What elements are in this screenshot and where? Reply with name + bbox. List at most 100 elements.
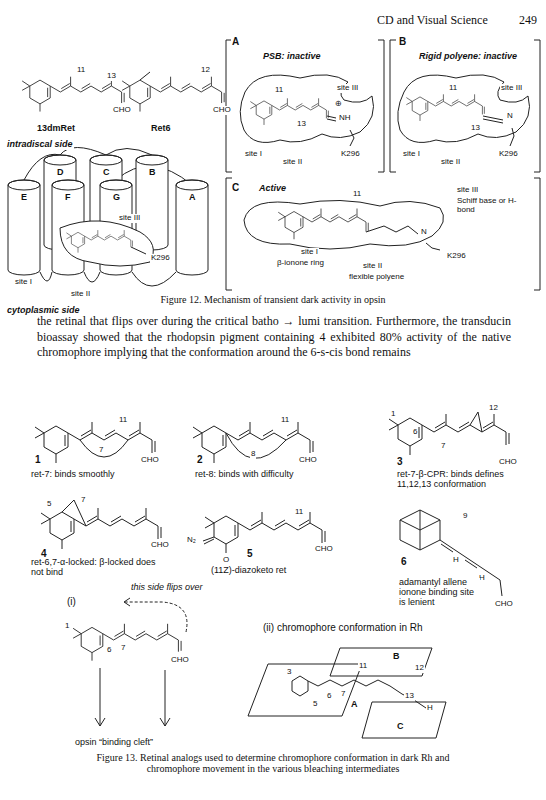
atom-number: CHO bbox=[112, 106, 132, 115]
binding-site-planes bbox=[248, 664, 362, 716]
atom-number: 9 bbox=[462, 512, 468, 521]
atom-number: 3 bbox=[286, 668, 292, 677]
atom-number: 11 bbox=[76, 66, 86, 75]
binding-pocket bbox=[398, 75, 530, 143]
figure-caption: Figure 12. Mechanism of transient dark a… bbox=[159, 294, 386, 305]
figure-label: ret-7-β-CPR: binds defines 11,12,13 conf… bbox=[396, 470, 538, 490]
panel-bracket bbox=[390, 40, 540, 172]
figure-label: A bbox=[188, 193, 197, 203]
figure-label: F bbox=[64, 193, 72, 203]
figure-label: 1 bbox=[34, 454, 42, 465]
atom-number: site II bbox=[70, 290, 91, 299]
opsin-helices bbox=[8, 180, 40, 275]
panel-bracket bbox=[226, 178, 540, 290]
figure-label: B bbox=[392, 652, 401, 662]
retinal-structure bbox=[122, 77, 224, 112]
chromophore bbox=[406, 94, 484, 121]
atom-number: site I bbox=[14, 278, 33, 287]
figure-label: (11Z)-diazoketo ret bbox=[210, 566, 287, 576]
compound-structure bbox=[193, 422, 313, 463]
atom-number: site I bbox=[300, 248, 319, 257]
binding-site-planes bbox=[330, 648, 432, 676]
compound-structure bbox=[470, 412, 482, 432]
panel-bracket bbox=[226, 40, 540, 290]
chromophore bbox=[278, 209, 368, 240]
atom-number: 11 bbox=[352, 190, 362, 199]
figure-label: 5 bbox=[246, 548, 254, 559]
figure-label: C bbox=[102, 168, 111, 178]
opsin-helices bbox=[66, 230, 132, 253]
figure-label: opsin “binding cleft” bbox=[74, 738, 154, 748]
atom-number: CHO bbox=[150, 541, 170, 550]
atom-number: CHO bbox=[170, 656, 190, 665]
figure-caption: Figure 13. Retinal analogs used to deter… bbox=[82, 752, 464, 774]
body-text: the retinal that flips over during the c… bbox=[36, 314, 512, 361]
figure-label: CD and Visual Science bbox=[376, 14, 489, 27]
compound-structure bbox=[389, 414, 509, 455]
figure-label: B bbox=[398, 36, 407, 47]
opsin-helices bbox=[131, 247, 146, 254]
figure-label: ret-6,7-α-locked: β-locked does not bind bbox=[30, 558, 162, 578]
atom-number: site III bbox=[336, 84, 359, 93]
flip-diagram bbox=[95, 668, 170, 726]
figure-label: adamantyl allene ionone binding site is … bbox=[398, 578, 480, 608]
atom-number: K296 bbox=[150, 254, 171, 263]
atom-number: CHO bbox=[498, 458, 518, 467]
figure-label: C bbox=[396, 722, 405, 732]
figure-label: this side flips over bbox=[130, 583, 204, 593]
atom-number: 5 bbox=[312, 700, 318, 709]
atom-number: 12 bbox=[488, 404, 499, 413]
compound-structure bbox=[80, 440, 128, 457]
binding-pocket bbox=[244, 200, 444, 249]
atom-number: 11 bbox=[294, 508, 304, 517]
figure-label: (ii) chromophore conformation in Rh bbox=[262, 622, 424, 633]
figure-label: intradiscal side bbox=[6, 140, 74, 150]
atom-number: 13 bbox=[404, 692, 415, 701]
opsin-helices bbox=[52, 180, 84, 190]
atom-number: 6 bbox=[326, 692, 332, 701]
opsin-helices bbox=[8, 148, 208, 287]
chromophore bbox=[278, 209, 368, 240]
atom-number: site I bbox=[402, 150, 421, 159]
figure-label: A bbox=[231, 36, 240, 47]
atom-number: K296 bbox=[446, 252, 467, 261]
atom-number: 11 bbox=[274, 86, 284, 95]
atom-number: 11 bbox=[448, 84, 458, 93]
atom-number: N bbox=[420, 228, 428, 237]
figure-label: (i) bbox=[66, 596, 77, 607]
flip-diagram bbox=[73, 624, 181, 661]
atom-number: CHO bbox=[298, 456, 318, 465]
figure-label: 2 bbox=[196, 454, 204, 465]
atom-number: 13 bbox=[106, 72, 117, 81]
opsin-helices bbox=[176, 180, 208, 190]
figure-label: E bbox=[20, 193, 28, 203]
chromophore bbox=[366, 226, 440, 250]
figure-label: 6 bbox=[400, 556, 408, 567]
figure-label: Rigid polyene: inactive bbox=[418, 52, 518, 62]
opsin-helices bbox=[176, 180, 208, 275]
flip-diagram bbox=[124, 598, 130, 606]
figure-label: ret-8: binds with difficulty bbox=[194, 470, 294, 480]
atom-number: K296 bbox=[340, 150, 361, 159]
opsin-helices bbox=[44, 155, 76, 165]
retinal-structure bbox=[140, 72, 150, 80]
opsin-helices bbox=[60, 221, 153, 266]
opsin-helices bbox=[136, 155, 168, 165]
atom-number: 13 bbox=[296, 120, 307, 129]
atom-number: H bbox=[426, 704, 434, 713]
atom-number: K296 bbox=[498, 150, 519, 159]
atom-number: 6 bbox=[106, 646, 112, 655]
figure-label: 3 bbox=[396, 456, 404, 467]
atom-number: 7 bbox=[80, 496, 86, 505]
atom-number: site II bbox=[282, 158, 303, 167]
atom-number: CHO bbox=[140, 456, 160, 465]
atom-number: site II bbox=[362, 262, 383, 271]
figure-label: PSB: inactive bbox=[262, 52, 322, 62]
atom-number: CHO bbox=[494, 600, 514, 609]
atom-number: 12 bbox=[200, 66, 211, 75]
chromophore bbox=[250, 98, 328, 125]
figure-label: 249 bbox=[518, 14, 538, 27]
opsin-helices bbox=[8, 180, 40, 190]
binding-site-planes bbox=[248, 648, 446, 738]
atom-number: H bbox=[452, 556, 460, 565]
